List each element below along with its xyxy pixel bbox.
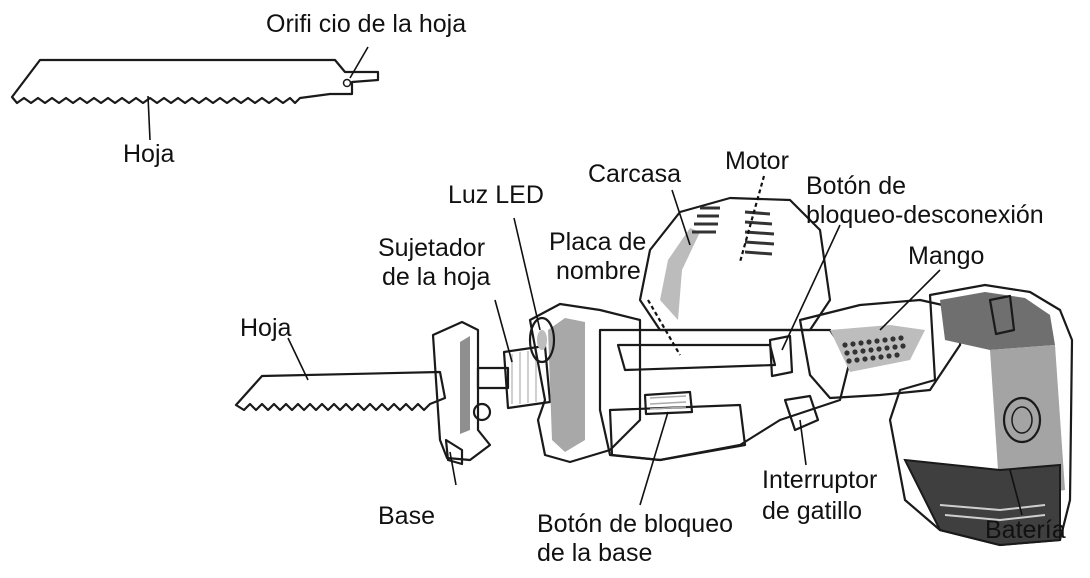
label-lock-off-line1: Botón de — [806, 172, 907, 200]
label-led: Luz LED — [448, 181, 544, 209]
label-base-lock-line2: de la base — [537, 539, 653, 567]
label-housing: Carcasa — [588, 160, 682, 188]
label-blade-saw: Hoja — [240, 314, 292, 342]
label-nameplate-line1: Placa de — [549, 228, 647, 256]
leader-housing — [671, 189, 691, 246]
leader-base — [449, 451, 457, 486]
label-holder-line1: Sujetador — [378, 234, 486, 262]
label-base: Base — [378, 502, 435, 530]
mounted-blade-drawing — [234, 370, 447, 412]
leader-blade-saw — [287, 337, 309, 381]
leader-lock-off — [781, 224, 841, 351]
label-blade-hole: Orifi cio de la hoja — [266, 10, 467, 38]
leader-holder — [494, 299, 513, 363]
label-trigger-line2: de gatillo — [762, 497, 863, 525]
loose-blade-drawing — [10, 58, 380, 105]
leader-motor — [738, 175, 766, 263]
leader-handle — [879, 269, 941, 331]
label-trigger-line1: Interruptor — [762, 466, 878, 494]
leader-trigger — [799, 419, 807, 466]
leader-blade-hole — [349, 46, 369, 79]
saw-body-drawing — [528, 196, 852, 464]
label-lock-off-line2: bloqueo-desconexión — [806, 201, 1044, 229]
label-base-lock-line1: Botón de bloqueo — [537, 510, 734, 538]
leader-battery — [1009, 469, 1023, 516]
leader-nameplate — [647, 299, 681, 356]
leader-base-lock — [639, 411, 669, 506]
label-nameplate-line2: nombre — [556, 257, 641, 285]
label-blade-top: Hoja — [123, 140, 175, 168]
blade-holder-drawing — [476, 344, 552, 410]
leader-led — [513, 217, 541, 331]
base-shoe-drawing — [431, 320, 492, 466]
label-handle: Mango — [908, 242, 985, 270]
battery-drawing — [888, 283, 1074, 547]
label-battery: Batería — [985, 516, 1066, 544]
handle-drawing — [798, 298, 967, 400]
leader-blade-top — [147, 95, 151, 141]
label-motor: Motor — [725, 147, 789, 175]
label-holder-line2: de la hoja — [382, 263, 491, 291]
